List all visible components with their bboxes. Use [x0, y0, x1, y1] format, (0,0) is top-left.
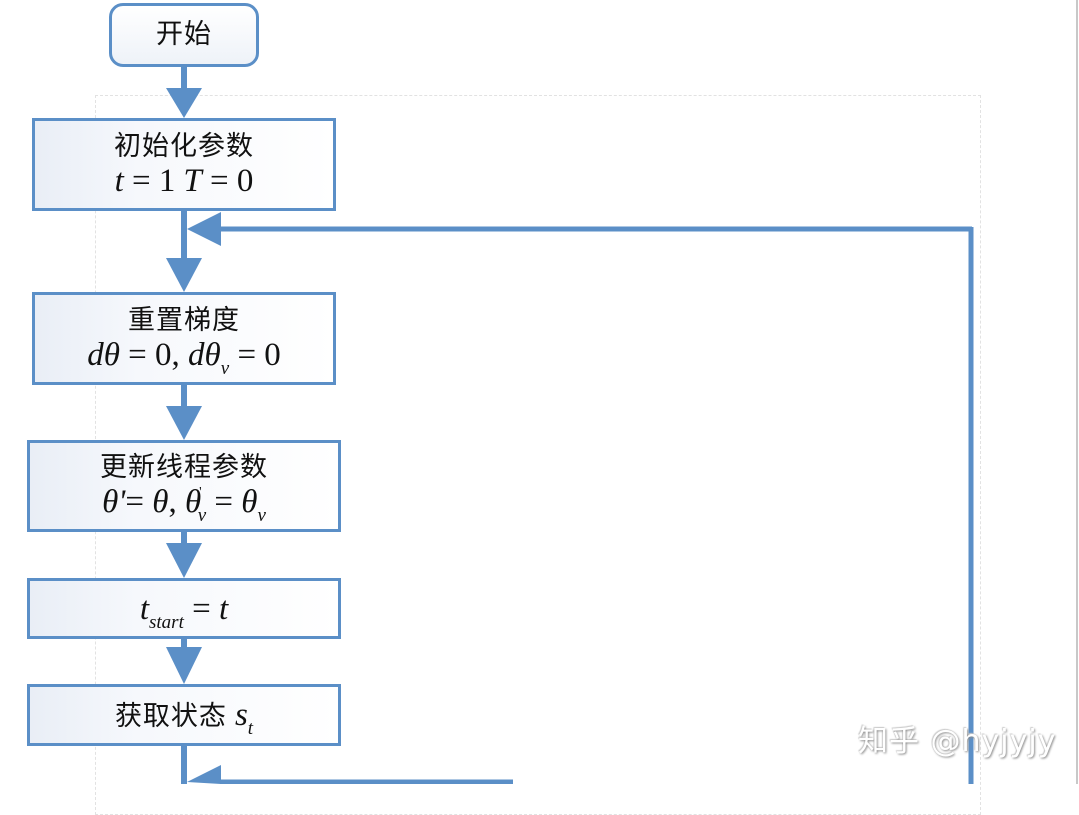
right-border-line — [1076, 0, 1078, 784]
arrowhead-down-icon — [166, 543, 202, 578]
var-s: s — [234, 697, 248, 733]
get-state-content: 获取状态 st — [114, 697, 253, 738]
var-T: T — [183, 162, 202, 199]
var-d: d — [87, 336, 104, 373]
var-t: t — [114, 162, 124, 199]
eq: = — [125, 484, 153, 520]
connectors — [166, 66, 974, 784]
reset-label: 重置梯度 — [128, 304, 240, 336]
var-t: t — [139, 590, 149, 627]
sub-start: start — [149, 611, 184, 633]
update-label: 更新线程参数 — [100, 452, 268, 483]
var-t: t — [218, 590, 229, 627]
eq-zero: = 0 — [237, 336, 281, 373]
var-theta-prime: θ' — [102, 484, 126, 520]
sub-v: v — [197, 505, 207, 526]
reset-formula: dθ = 0, dθv = 0 — [87, 336, 281, 378]
sup-prime: ' — [199, 485, 202, 500]
eq-zero-comma: = 0, — [128, 336, 180, 373]
var-theta: θ — [241, 484, 258, 520]
eq-zero: = 0 — [210, 162, 254, 199]
get-state-label: 获取状态 — [114, 701, 227, 732]
var-theta: θ — [103, 336, 120, 373]
arrowhead-left-icon — [187, 765, 221, 784]
start-node: 开始 — [109, 3, 259, 67]
eq: = — [214, 484, 242, 520]
var-theta: θ — [184, 484, 202, 520]
sub-t: t — [247, 718, 254, 739]
get-state-node: 获取状态 st — [27, 684, 341, 746]
arrowhead-down-icon — [166, 647, 202, 684]
comma: , — [168, 484, 177, 520]
eq: = — [192, 590, 211, 627]
arrowhead-left-icon — [187, 212, 221, 246]
init-params-node: 初始化参数 t = 1 T = 0 — [32, 118, 336, 211]
t-start-node: tstart = t — [27, 578, 341, 639]
var-theta: θ — [152, 484, 169, 520]
sub-v: v — [220, 357, 230, 379]
update-thread-params-node: 更新线程参数 θ'= θ, θ'v = θv — [27, 440, 341, 532]
start-label: 开始 — [156, 19, 212, 50]
arrowhead-down-icon — [166, 406, 202, 440]
update-formula: θ'= θ, θ'v = θv — [102, 484, 266, 525]
arrowhead-down-icon — [166, 88, 202, 118]
t-start-formula: tstart = t — [139, 590, 229, 632]
eq-one: = 1 — [132, 162, 176, 199]
reset-gradient-node: 重置梯度 dθ = 0, dθv = 0 — [32, 292, 336, 385]
flowchart-canvas: 开始 初始化参数 t = 1 T = 0 重置梯度 dθ = 0, dθv = … — [27, 0, 1078, 815]
watermark: 知乎 @hyjyjy — [858, 724, 1057, 759]
sub-v: v — [257, 505, 266, 526]
var-theta: θ — [204, 336, 221, 373]
var-d: d — [188, 336, 205, 373]
init-formula: t = 1 T = 0 — [115, 163, 254, 199]
arrowhead-down-icon — [166, 258, 202, 292]
init-label: 初始化参数 — [114, 130, 254, 162]
